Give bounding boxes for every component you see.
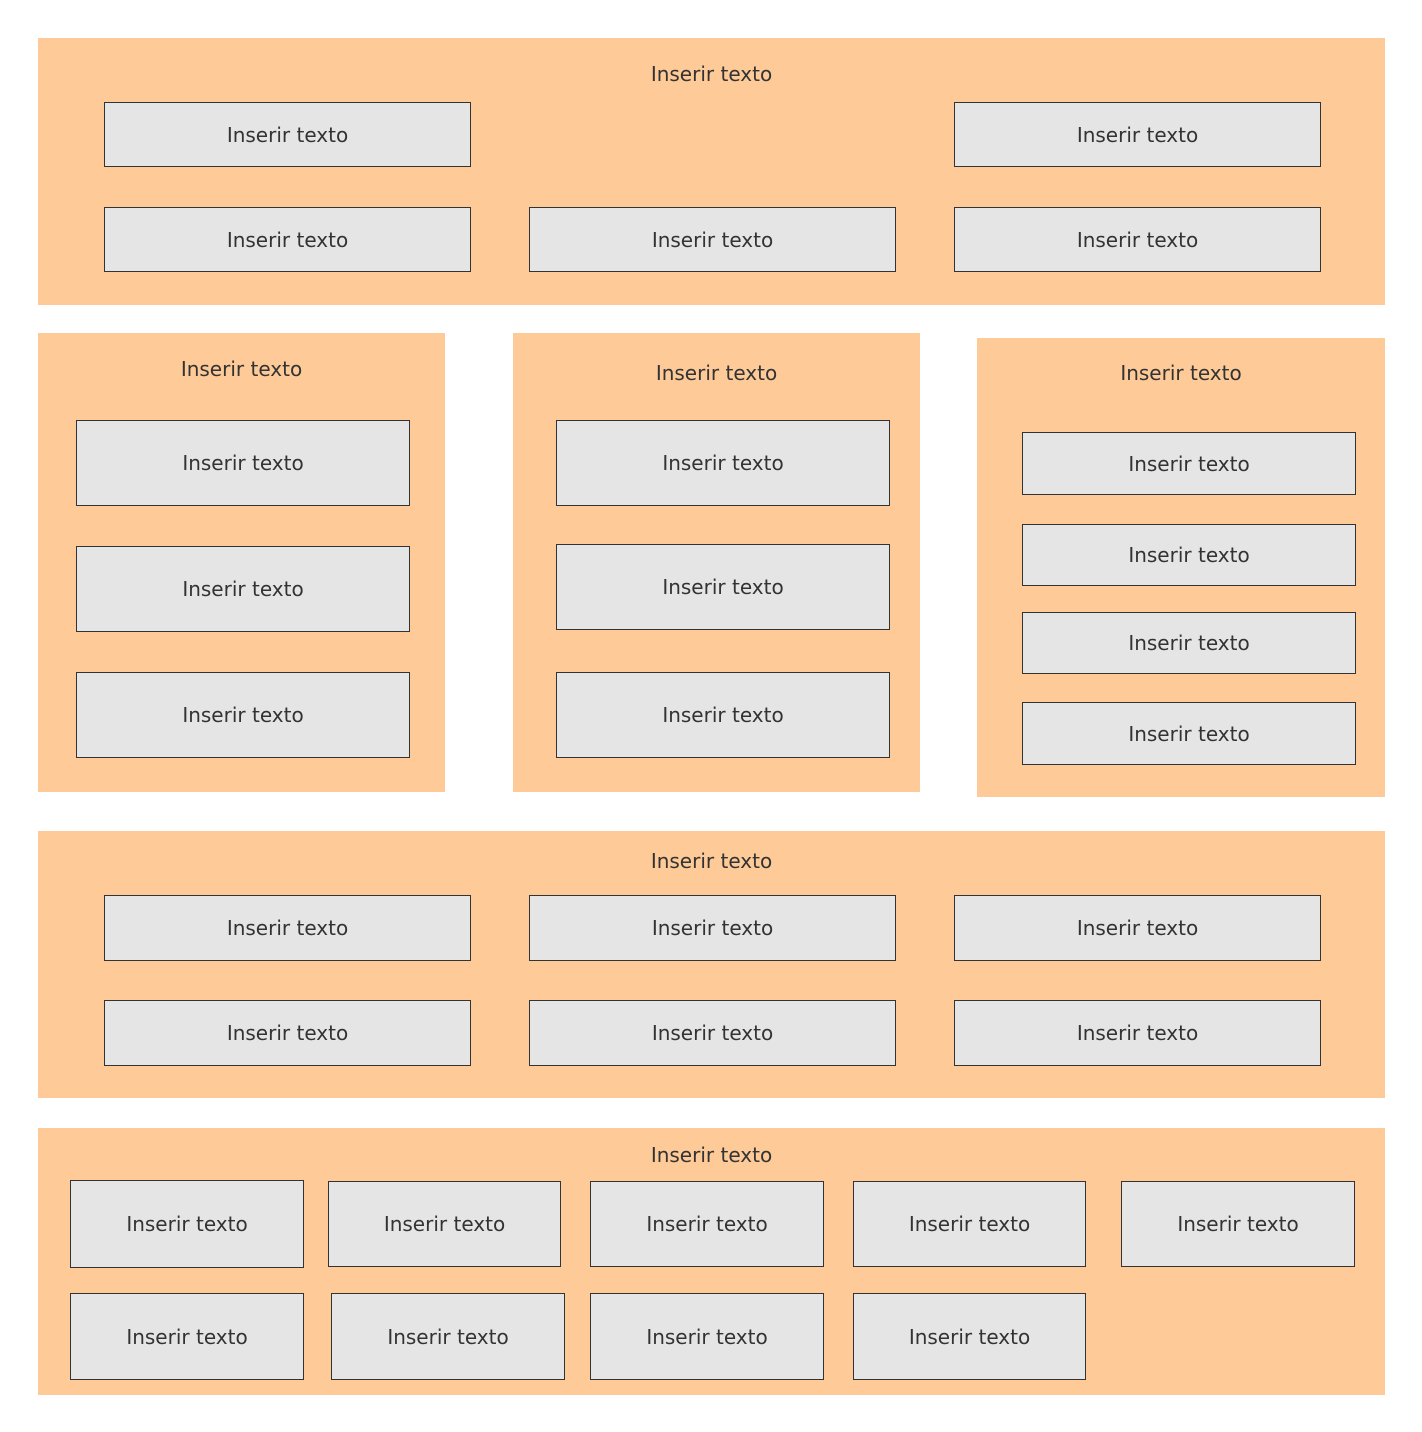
diagram-box[interactable]: Inserir texto [70,1180,304,1268]
diagram-box[interactable]: Inserir texto [529,207,896,272]
box-label: Inserir texto [662,451,784,475]
diagram-box[interactable]: Inserir texto [104,102,471,167]
diagram-box[interactable]: Inserir texto [853,1293,1086,1380]
panel-left: Inserir texto Inserir texto Inserir text… [38,333,445,792]
box-label: Inserir texto [1128,631,1250,655]
diagram-box[interactable]: Inserir texto [1022,702,1356,765]
box-label: Inserir texto [226,122,349,147]
diagram-box[interactable]: Inserir texto [328,1181,561,1267]
panel-title: Inserir texto [1120,361,1242,385]
diagram-box[interactable]: Inserir texto [590,1181,824,1267]
box-label: Inserir texto [1128,451,1250,476]
diagram-box[interactable]: Inserir texto [529,1000,896,1066]
panel-title: Inserir texto [650,1143,773,1167]
box-label: Inserir texto [126,1324,248,1349]
diagram-box[interactable]: Inserir texto [1022,612,1356,674]
panel-middle: Inserir texto Inserir texto Inserir text… [513,333,920,792]
box-label: Inserir texto [1076,1021,1199,1045]
box-label: Inserir texto [226,227,349,252]
diagram-box[interactable]: Inserir texto [529,895,896,961]
diagram-box[interactable]: Inserir texto [104,207,471,272]
panel-title: Inserir texto [650,849,773,873]
box-label: Inserir texto [1128,543,1250,567]
diagram-box[interactable]: Inserir texto [954,207,1321,272]
box-label: Inserir texto [1177,1212,1299,1236]
box-label: Inserir texto [908,1212,1031,1236]
diagram-box[interactable]: Inserir texto [556,672,890,758]
box-label: Inserir texto [1076,122,1199,147]
box-label: Inserir texto [662,703,784,727]
diagram-box[interactable]: Inserir texto [1022,524,1356,586]
panel-top: Inserir texto Inserir texto Inserir text… [38,38,1385,305]
diagram-box[interactable]: Inserir texto [331,1293,565,1380]
panel-title: Inserir texto [655,361,778,385]
panel-title: Inserir texto [180,357,303,381]
box-label: Inserir texto [1128,721,1250,746]
diagram-box[interactable]: Inserir texto [70,1293,304,1380]
panel-right: Inserir texto Inserir texto Inserir text… [977,338,1385,797]
box-label: Inserir texto [651,227,774,252]
diagram-box[interactable]: Inserir texto [556,544,890,630]
diagram-box[interactable]: Inserir texto [954,895,1321,961]
box-label: Inserir texto [182,451,304,475]
diagram-box[interactable]: Inserir texto [1022,432,1356,495]
diagram-box[interactable]: Inserir texto [853,1181,1086,1267]
box-label: Inserir texto [226,1021,349,1045]
box-label: Inserir texto [1076,916,1199,940]
diagram-box[interactable]: Inserir texto [590,1293,824,1380]
diagram-box[interactable]: Inserir texto [76,420,410,506]
panel-bottom: Inserir texto Inserir texto Inserir text… [38,1128,1385,1395]
panel-title: Inserir texto [650,62,773,86]
box-label: Inserir texto [651,916,774,940]
box-label: Inserir texto [226,916,349,940]
diagram-box[interactable]: Inserir texto [556,420,890,506]
box-label: Inserir texto [182,577,304,601]
panel-lower: Inserir texto Inserir texto Inserir text… [38,831,1385,1098]
diagram-box[interactable]: Inserir texto [104,1000,471,1066]
box-label: Inserir texto [908,1324,1031,1349]
diagram-box[interactable]: Inserir texto [76,672,410,758]
diagram-box[interactable]: Inserir texto [1121,1181,1355,1267]
box-label: Inserir texto [651,1021,774,1045]
box-label: Inserir texto [646,1324,768,1349]
box-label: Inserir texto [1076,227,1199,252]
diagram-box[interactable]: Inserir texto [954,1000,1321,1066]
box-label: Inserir texto [126,1212,248,1236]
box-label: Inserir texto [182,703,304,727]
diagram-box[interactable]: Inserir texto [76,546,410,632]
diagram-box[interactable]: Inserir texto [954,102,1321,167]
box-label: Inserir texto [646,1212,768,1236]
box-label: Inserir texto [662,575,784,599]
box-label: Inserir texto [387,1324,509,1349]
box-label: Inserir texto [383,1212,506,1236]
diagram-box[interactable]: Inserir texto [104,895,471,961]
